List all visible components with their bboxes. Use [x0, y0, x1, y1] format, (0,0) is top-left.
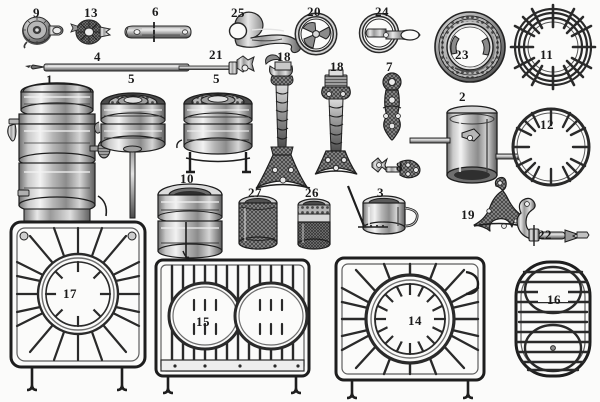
- figure-label-double-burner-grate: 15: [196, 314, 210, 329]
- figure-label-oval-double-trivet: 16: [547, 292, 561, 307]
- figure-label-long-poker-rod: 4: [94, 49, 101, 64]
- figure-label-burner-valve-knob: 9: [33, 5, 40, 20]
- figure-label-perforated-mantle-cylinder: 26: [305, 185, 319, 200]
- figure-label-ornate-column-standard-a: 18: [277, 49, 291, 64]
- fig-split-sleeve-cylinder: [157, 183, 223, 259]
- figure-label-lever-valve-assembly: 22: [538, 227, 552, 242]
- fig-lever-valve-assembly: [516, 197, 590, 246]
- fig-spoke-trivet-large: [509, 3, 597, 91]
- fig-small-pot-with-handle: [346, 185, 419, 235]
- fig-long-poker-rod: [25, 63, 190, 72]
- fig-ring-spider: [294, 12, 338, 56]
- fig-burner-ring-assembly: [434, 11, 506, 83]
- fig-cylindrical-mixer-tube: [409, 105, 524, 184]
- figure-label-single-burner-grate: 14: [408, 313, 422, 328]
- figure-label-ornate-bracket-foot: 19: [461, 207, 475, 222]
- fig-burner-on-legs: [176, 92, 253, 174]
- figure-label-ornate-column-standard-b: 18: [330, 59, 344, 74]
- figure-label-square-radiant-grate: 17: [63, 286, 77, 301]
- figure-label-ring-with-handle: 24: [375, 4, 389, 19]
- figure-label-mesh-mantle-cylinder: 27: [248, 185, 262, 200]
- figure-label-burner-ring-assembly: 23: [455, 47, 469, 62]
- figure-label-hook-wrench: 25: [231, 5, 245, 20]
- figure-label-spoke-trivet-large: 11: [540, 47, 554, 62]
- figure-label-ring-spider: 20: [307, 4, 321, 19]
- figure-label-needle-valve-rod: 21: [209, 47, 223, 62]
- figure-label-tall-cylindrical-heater: 1: [46, 72, 53, 87]
- figure-label-spoke-trivet-medium: 12: [540, 117, 554, 132]
- fig-tall-cylindrical-heater: [7, 82, 111, 237]
- fig-perforated-mantle-cylinder: [297, 198, 331, 250]
- fig-ornate-key-plate: [382, 72, 402, 141]
- figure-label-ornate-key-plate: 7: [386, 59, 393, 74]
- fig-oval-double-trivet: [514, 260, 592, 378]
- figure-label-burner-on-legs: 5: [213, 71, 220, 86]
- figure-label-small-pot-with-handle: 3: [377, 185, 384, 200]
- figure-label-lifter-handle: 6: [152, 4, 159, 19]
- fig-spoke-trivet-medium: [511, 107, 591, 187]
- fig-star-burner-cap: [70, 19, 112, 45]
- figure-label-star-burner-cap: 13: [84, 5, 98, 20]
- fig-valve-key-fitting: [371, 157, 421, 179]
- fig-burner-valve-knob: [22, 16, 64, 49]
- fig-needle-valve-rod: [178, 55, 255, 75]
- fig-ring-with-handle: [358, 12, 421, 54]
- fig-burner-on-pedestal: [94, 92, 166, 219]
- fig-ornate-column-standard-b: [314, 69, 358, 175]
- fig-double-burner-grate: [154, 258, 311, 395]
- figure-label-split-sleeve-cylinder: 10: [180, 171, 194, 186]
- fig-mesh-mantle-cylinder: [238, 195, 278, 250]
- figure-label-cylindrical-mixer-tube: 2: [459, 89, 466, 104]
- fig-square-radiant-grate: [9, 220, 147, 392]
- fig-ornate-column-standard-a: [255, 54, 311, 189]
- fig-lifter-handle: [124, 22, 192, 42]
- figure-label-valve-key-fitting: 8: [396, 159, 403, 174]
- fig-single-burner-grate: [334, 256, 486, 400]
- fig-hook-wrench: [228, 11, 302, 54]
- figure-label-burner-on-pedestal: 5: [128, 71, 135, 86]
